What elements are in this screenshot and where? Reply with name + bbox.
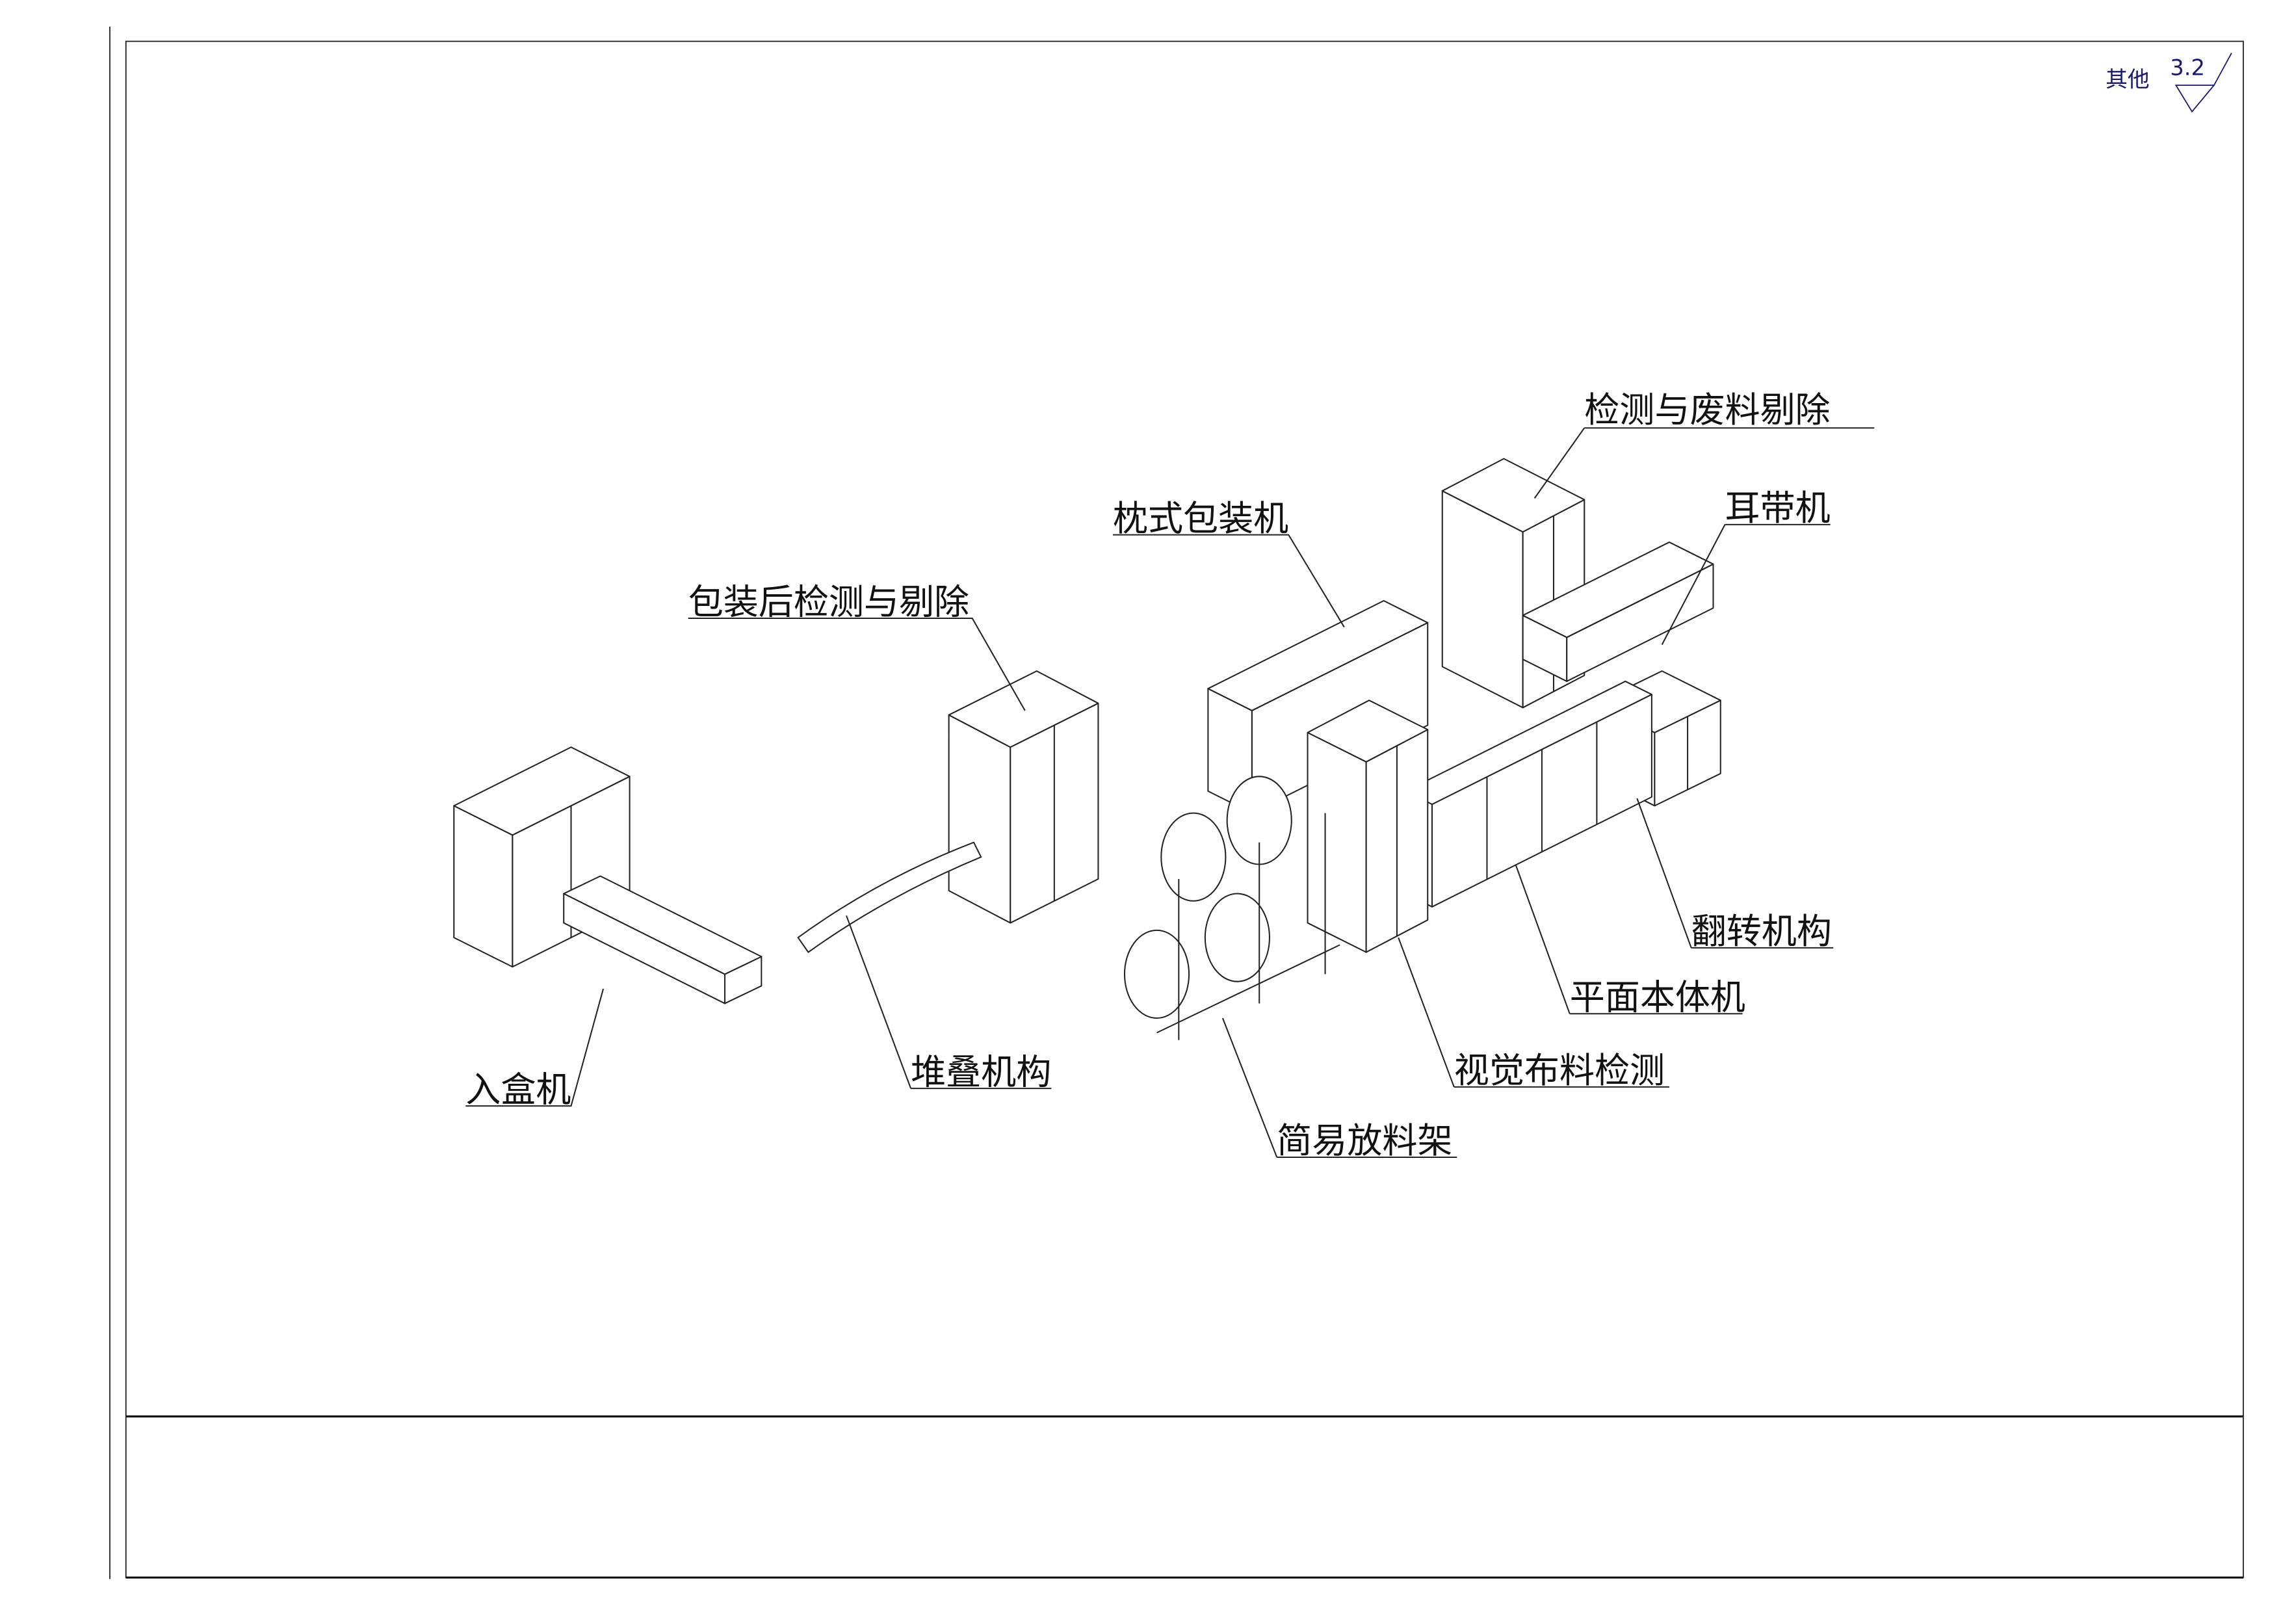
roughness-triangle-icon (2174, 53, 2232, 113)
cartoner-body-top (453, 746, 631, 836)
leader-detect-reject (1533, 427, 1875, 499)
leader-stacker (846, 915, 1052, 1090)
surface-roughness-symbol: 其他 3.2 (2106, 53, 2232, 113)
detect-reject-cabinet-top (1441, 458, 1585, 533)
label-ear-loop: 耳带机 (1725, 488, 1831, 529)
label-cartoner: 入盒机 (465, 1069, 571, 1110)
label-detect-reject: 检测与废料剔除 (1584, 389, 1830, 430)
roughness-value: 3.2 (2170, 55, 2205, 80)
pillow-pack-machine-top (1207, 600, 1429, 711)
label-post-pack-detect: 包装后检测与剔除 (688, 581, 969, 622)
label-flip: 翻转机构 (1691, 911, 1832, 952)
callout-labels: 检测与废料剔除 耳带机 枕式包装机 包装后检测与剔除 翻转机构 平面本体机 视觉… (465, 389, 1832, 1161)
leader-body-machine (1515, 864, 1743, 1015)
label-vision-detect: 视觉布料检测 (1454, 1050, 1665, 1091)
ear-loop-machine-top (1522, 541, 1714, 638)
material-roll (1204, 893, 1270, 982)
label-unwind-rack: 简易放料架 (1277, 1120, 1452, 1161)
vision-detect-cabinet-left-face (1307, 731, 1367, 953)
border (125, 40, 2244, 1579)
label-body-machine: 平面本体机 (1570, 977, 1745, 1017)
leader-post-pack-detect (688, 618, 1026, 711)
unwind-rack-frame (1156, 813, 1340, 1040)
leader-cartoner (465, 988, 605, 1107)
leader-ear-loop (1661, 523, 1831, 646)
production-line (453, 458, 1721, 1040)
stacker-conveyor (797, 841, 982, 953)
leader-pillow-pack (1112, 534, 1345, 628)
cartoner-conveyor-top (563, 875, 763, 975)
material-roll (1160, 812, 1227, 902)
leader-unwind-rack (1221, 1017, 1457, 1158)
label-pillow-pack: 枕式包装机 (1113, 498, 1288, 539)
leader-lines (465, 427, 1875, 1158)
drawing-frame (109, 27, 2244, 1579)
roughness-note: 其他 (2106, 66, 2150, 92)
material-roll (1123, 929, 1190, 1019)
label-stacker: 堆叠机构 (911, 1051, 1051, 1092)
post-pack-detect-cabinet-left-face (948, 714, 1011, 924)
leader-vision-detect (1398, 937, 1669, 1088)
leader-flip (1636, 798, 1834, 949)
vision-detect-cabinet-top (1307, 700, 1429, 763)
